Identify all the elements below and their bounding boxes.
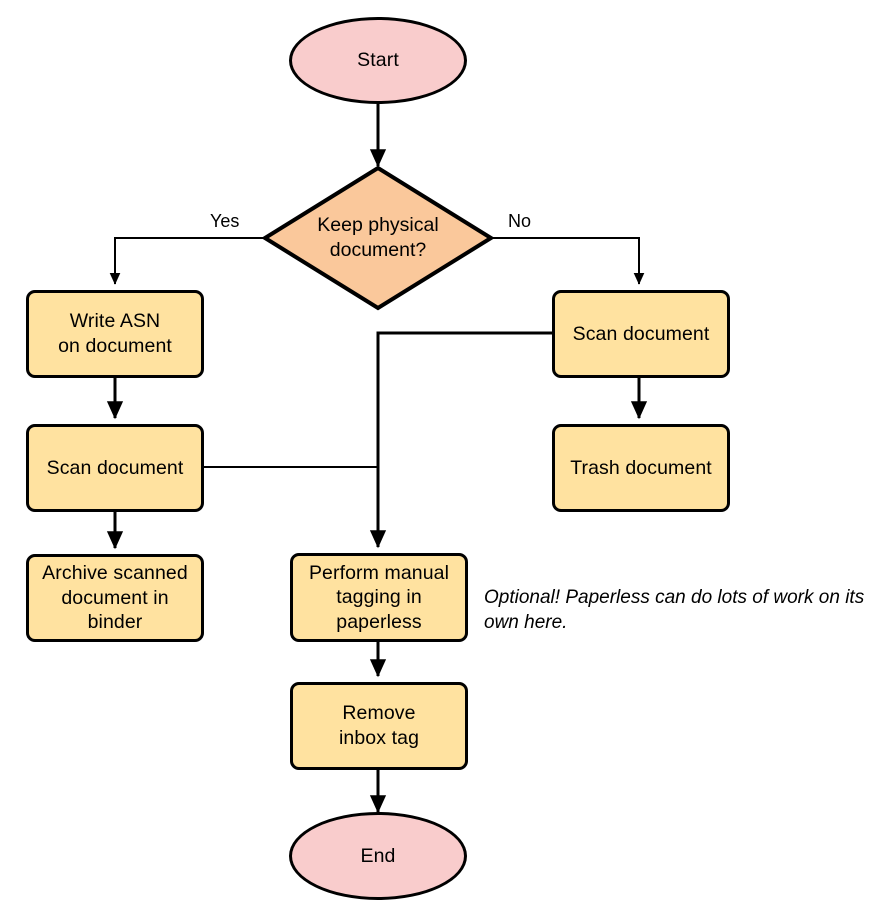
edge-scan-right-to-tagging: [369, 331, 552, 549]
node-scan-document-right[interactable]: Scan document: [552, 290, 730, 378]
decision-diamond-shape[interactable]: [261, 165, 495, 311]
node-archive-scanned-document-in-binder[interactable]: Archive scanned document in binder: [26, 554, 204, 642]
node-end[interactable]: End: [289, 812, 467, 900]
node-start-label: Start: [357, 49, 399, 72]
edge-decision-no-to-scan-right: [491, 237, 645, 285]
node-decision-keep-physical-document[interactable]: Keep physical document?: [265, 168, 491, 308]
node-start[interactable]: Start: [289, 17, 467, 104]
node-scan-document-right-label: Scan document: [572, 322, 710, 345]
node-write-asn-on-document[interactable]: Write ASN on document: [26, 290, 204, 378]
node-scan-document-left[interactable]: Scan document: [26, 424, 204, 512]
node-archive-label: Archive scanned document in binder: [42, 562, 188, 634]
node-perform-manual-tagging-in-paperless[interactable]: Perform manual tagging in paperless: [290, 553, 468, 642]
node-scan-document-left-label: Scan document: [46, 456, 184, 479]
annotation-optional-note: Optional! Paperless can do lots of work …: [484, 587, 865, 633]
node-trash-document[interactable]: Trash document: [552, 424, 730, 512]
node-remove-inbox-tag-label: Remove inbox tag: [338, 702, 420, 749]
node-tagging-label: Perform manual tagging in paperless: [308, 561, 450, 633]
node-remove-inbox-tag[interactable]: Remove inbox tag: [290, 682, 468, 770]
edge-label-yes: Yes: [210, 211, 240, 231]
node-end-label: End: [360, 844, 396, 867]
edge-label-no: No: [508, 211, 532, 231]
node-write-asn-label: Write ASN on document: [58, 310, 172, 357]
node-decision-label: Keep physical document?: [317, 214, 439, 261]
node-trash-document-label: Trash document: [570, 456, 712, 479]
edge-decision-yes-to-write-asn: [109, 237, 265, 285]
